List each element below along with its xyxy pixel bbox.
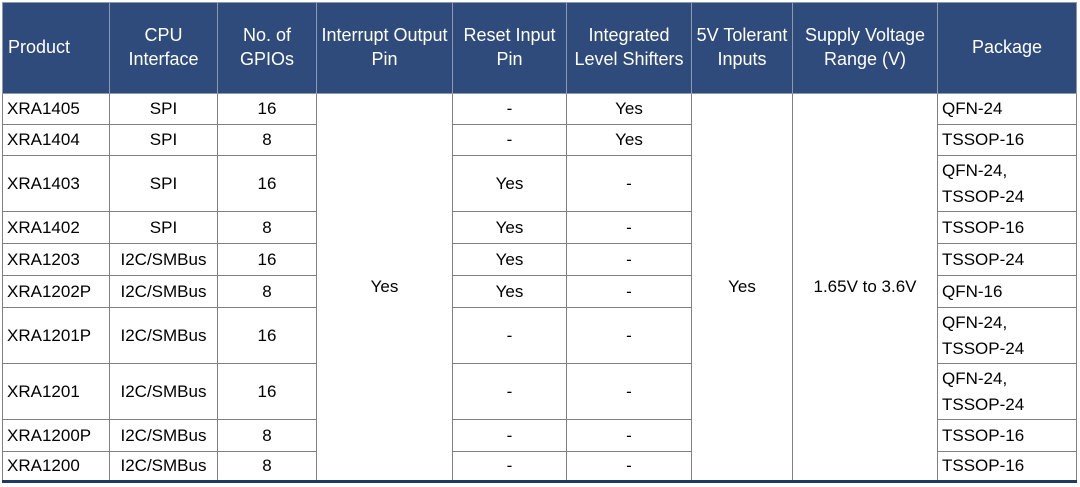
header-gpios: No. of GPIOs [217,2,317,94]
table-row: XRA1201P I2C/SMBus 16 - - QFN-24, TSSOP-… [2,307,1077,364]
cell-reset-input-pin: - [452,419,567,452]
cell-level-shifters: - [566,307,692,364]
cell-product: XRA1200P [2,419,110,452]
cell-level-shifters: - [566,275,692,308]
cell-gpios: 16 [217,93,317,125]
cell-level-shifters: - [566,155,692,212]
cell-product: XRA1201P [2,307,110,364]
cell-gpios: 8 [217,275,317,308]
header-5v-tolerant-inputs: 5V Tolerant Inputs [691,2,793,94]
table-row: XRA1403 SPI 16 Yes - QFN-24, TSSOP-24 [2,155,1077,212]
cell-reset-input-pin: - [452,93,567,125]
cell-product: XRA1202P [2,275,110,308]
cell-package: TSSOP-16 [937,124,1077,156]
cell-package: TSSOP-16 [937,419,1077,452]
cell-package: QFN-24, TSSOP-24 [937,307,1077,364]
cell-package: TSSOP-16 [937,211,1077,244]
cell-cpu-interface: SPI [109,124,218,156]
header-product: Product [2,2,110,94]
header-integrated-level-shifters: Integrated Level Shifters [566,2,692,94]
cell-product: XRA1402 [2,211,110,244]
cell-cpu-interface: I2C/SMBus [109,451,218,482]
cell-product: XRA1200 [2,451,110,482]
cell-product: XRA1403 [2,155,110,212]
header-interrupt-output-pin: Interrupt Output Pin [316,2,453,94]
header-reset-input-pin: Reset Input Pin [452,2,567,94]
cell-reset-input-pin: - [452,451,567,482]
cell-level-shifters: - [566,211,692,244]
cell-gpios: 8 [217,419,317,452]
cell-gpios: 8 [217,211,317,244]
cell-cpu-interface: I2C/SMBus [109,419,218,452]
cell-gpios: 16 [217,363,317,420]
cell-reset-input-pin: - [452,307,567,364]
cell-supply-voltage-merged: 1.65V to 3.6V [792,93,938,482]
cell-package: TSSOP-24 [937,243,1077,276]
table-row: XRA1200P I2C/SMBus 8 - - TSSOP-16 [2,419,1077,452]
cell-package: QFN-24, TSSOP-24 [937,363,1077,420]
cell-gpios: 16 [217,155,317,212]
cell-reset-input-pin: - [452,363,567,420]
table-row: XRA1202P I2C/SMBus 8 Yes - QFN-16 [2,275,1077,308]
header-supply-voltage-range: Supply Voltage Range (V) [792,2,938,94]
cell-package: QFN-24 [937,93,1077,125]
cell-reset-input-pin: Yes [452,155,567,212]
cell-product: XRA1404 [2,124,110,156]
cell-cpu-interface: I2C/SMBus [109,275,218,308]
cell-gpios: 16 [217,307,317,364]
cell-cpu-interface: SPI [109,93,218,125]
cell-reset-input-pin: Yes [452,275,567,308]
cell-level-shifters: - [566,451,692,482]
cell-reset-input-pin: - [452,124,567,156]
cell-level-shifters: - [566,419,692,452]
cell-gpios: 16 [217,243,317,276]
cell-level-shifters: Yes [566,93,692,125]
cell-package: QFN-16 [937,275,1077,308]
cell-product: XRA1405 [2,93,110,125]
cell-gpios: 8 [217,451,317,482]
header-package: Package [937,2,1077,94]
table-row: XRA1402 SPI 8 Yes - TSSOP-16 [2,211,1077,244]
cell-level-shifters: - [566,363,692,420]
cell-cpu-interface: SPI [109,211,218,244]
cell-cpu-interface: I2C/SMBus [109,243,218,276]
table-row: XRA1404 SPI 8 - Yes TSSOP-16 [2,124,1077,156]
table-row: XRA1203 I2C/SMBus 16 Yes - TSSOP-24 [2,243,1077,276]
cell-level-shifters: Yes [566,124,692,156]
cell-cpu-interface: SPI [109,155,218,212]
cell-cpu-interface: I2C/SMBus [109,307,218,364]
cell-package: QFN-24, TSSOP-24 [937,155,1077,212]
table-row: XRA1405 SPI 16 Yes - Yes Yes 1.65V to 3.… [2,93,1077,482]
cell-cpu-interface: I2C/SMBus [109,363,218,420]
header-row: Product CPU Interface No. of GPIOs Inter… [2,2,1077,94]
cell-gpios: 8 [217,124,317,156]
cell-level-shifters: - [566,243,692,276]
cell-product: XRA1201 [2,363,110,420]
cell-interrupt-output-pin-merged: Yes [316,93,453,482]
cell-reset-input-pin: Yes [452,211,567,244]
cell-product: XRA1203 [2,243,110,276]
cell-5v-tolerant-merged: Yes [691,93,793,482]
cell-reset-input-pin: Yes [452,243,567,276]
cell-package: TSSOP-16 [937,451,1077,482]
header-cpu-interface: CPU Interface [109,2,218,94]
table-row: XRA1200 I2C/SMBus 8 - - TSSOP-16 [2,451,1077,482]
